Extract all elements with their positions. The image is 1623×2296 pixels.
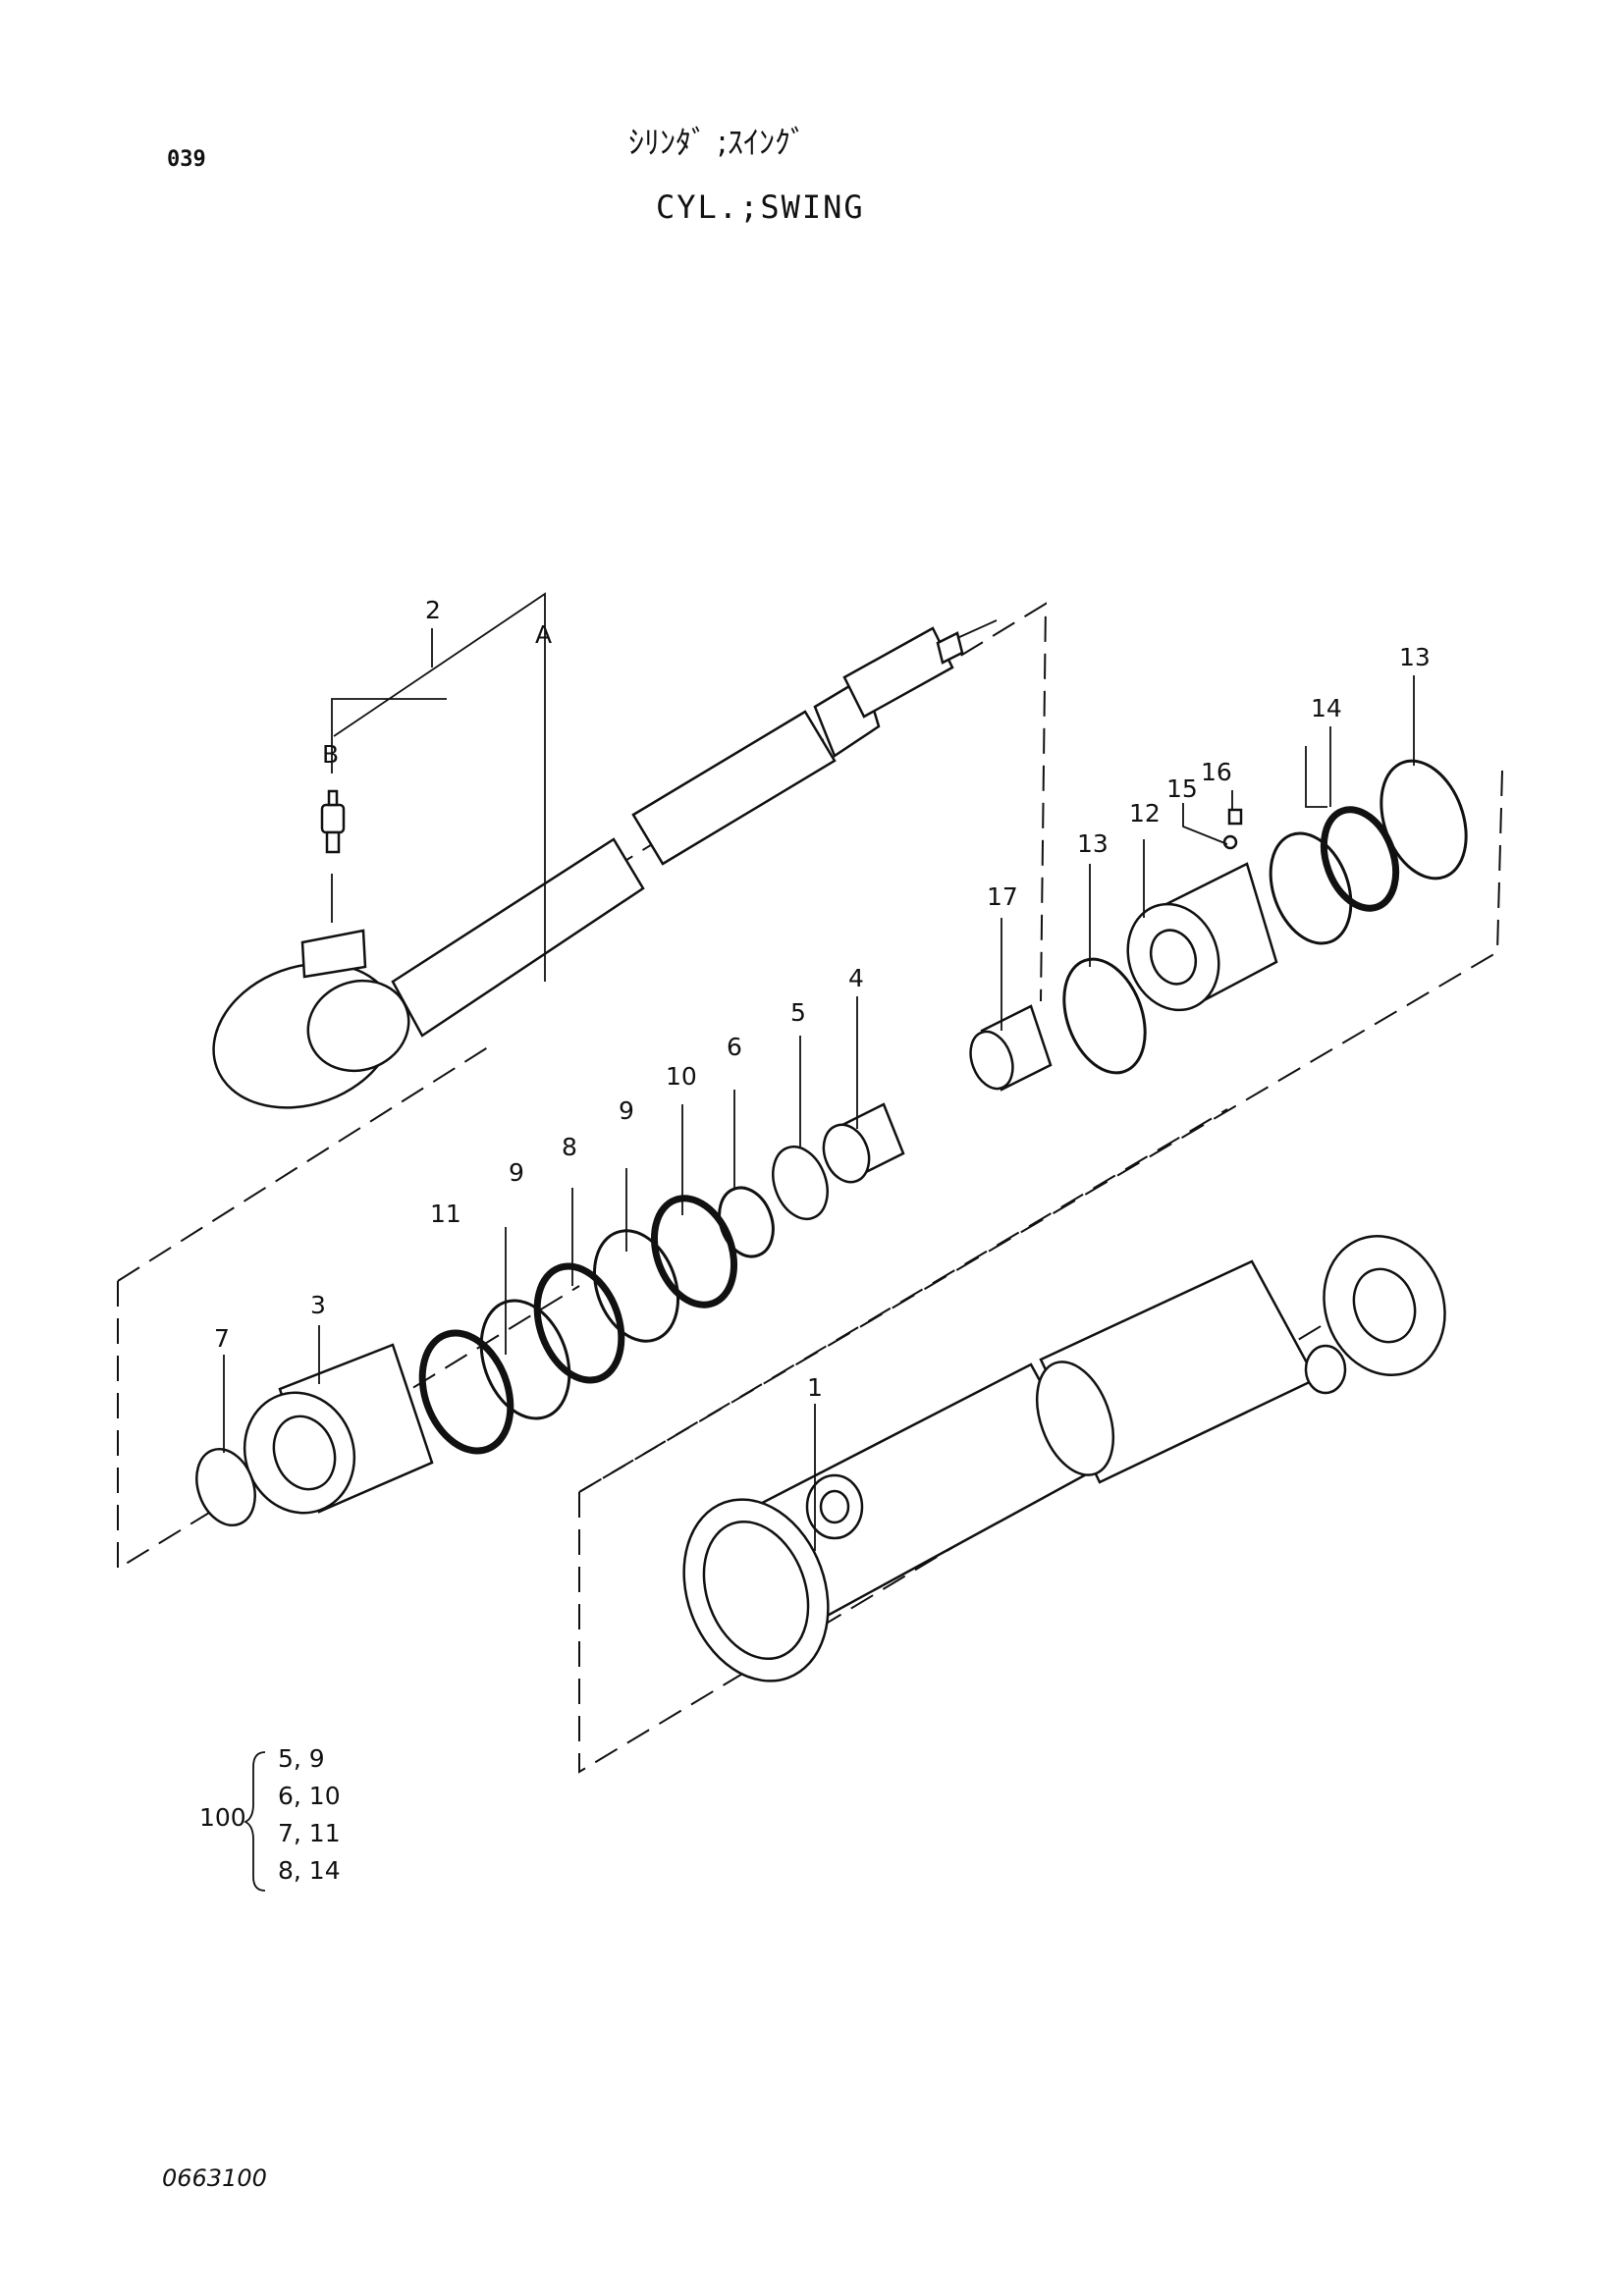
callout-12: 12 [1129, 799, 1161, 828]
callout-9b: 9 [619, 1096, 634, 1125]
callout-labels: 2 A B 1 3 7 11 9 8 9 10 6 5 4 17 13 12 1… [214, 596, 1431, 1402]
seal-kit-list: 100 5, 9 6, 10 7, 11 8, 14 [199, 1744, 341, 1892]
callout-b: B [322, 740, 339, 769]
callout-17: 17 [987, 882, 1018, 911]
callout-3: 3 [310, 1291, 326, 1319]
callout-8: 8 [562, 1133, 577, 1161]
callout-13a: 13 [1077, 829, 1109, 858]
cylinder-tube [682, 1235, 1446, 1682]
kit-row-4: 8, 14 [278, 1856, 341, 1885]
callout-1: 1 [807, 1373, 823, 1402]
seal-rings [195, 759, 1468, 1527]
callout-2: 2 [425, 596, 441, 624]
callout-5: 5 [790, 998, 806, 1027]
callout-16: 16 [1201, 758, 1232, 786]
kit-row-3: 7, 11 [278, 1819, 341, 1847]
callout-10: 10 [666, 1062, 697, 1091]
title-japanese: ｼﾘﾝﾀﾞ ;ｽｲﾝｸﾞ [628, 124, 806, 161]
callout-4: 4 [848, 964, 864, 992]
document-code: 0663100 [162, 2164, 267, 2192]
piston-rod [212, 619, 998, 1109]
callout-15: 15 [1166, 774, 1198, 803]
title-english: CYL.;SWING [656, 188, 865, 226]
callout-7: 7 [214, 1324, 230, 1353]
callout-14: 14 [1311, 694, 1342, 722]
kit-label: 100 [199, 1803, 246, 1832]
kit-row-2: 6, 10 [278, 1782, 341, 1810]
callout-a: A [535, 620, 552, 649]
callout-13b: 13 [1399, 643, 1431, 671]
kit-row-1: 5, 9 [278, 1744, 325, 1773]
cylinder-head [243, 1343, 434, 1515]
piston [1126, 862, 1278, 1012]
page-number: 039 [167, 147, 206, 172]
callout-9a: 9 [509, 1158, 524, 1187]
callout-11: 11 [430, 1200, 461, 1228]
grease-fitting [320, 789, 346, 854]
callout-6: 6 [727, 1033, 742, 1061]
leader-lines [223, 592, 1415, 1551]
